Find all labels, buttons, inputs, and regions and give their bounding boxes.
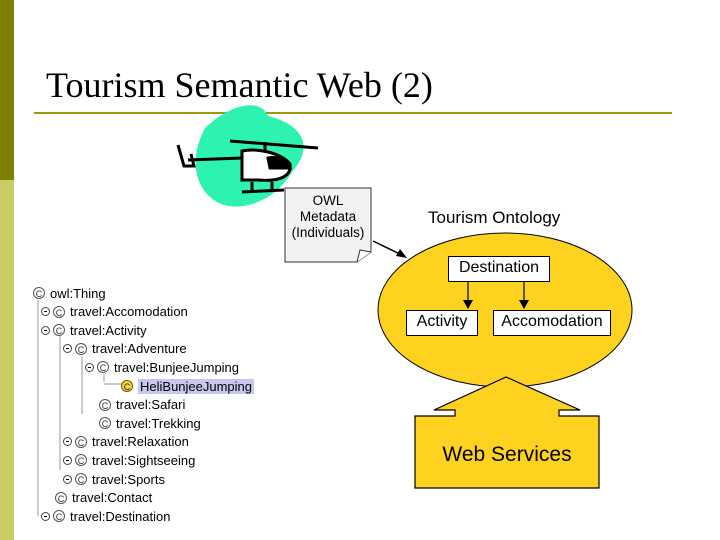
tree-item-label: travel:BunjeeJumping — [114, 359, 240, 375]
sidebar-dark-band — [0, 0, 14, 180]
tree-item-label: travel:Accomodation — [70, 304, 188, 320]
class-icon: C — [53, 305, 65, 318]
expand-toggle-icon[interactable] — [41, 307, 50, 317]
helicopter-icon — [176, 139, 319, 194]
tree-item-label: HeliBunjeeJumping — [138, 378, 255, 394]
class-icon: C — [75, 435, 87, 448]
class-icon: C — [99, 398, 111, 411]
tree-item-label: owl:Thing — [50, 285, 106, 301]
tree-item-label: travel:Destination — [70, 508, 171, 524]
tree-item-label: travel:Safari — [116, 397, 186, 413]
tree-item-label: travel:Adventure — [92, 341, 187, 357]
tree-item-label: travel:Relaxation — [92, 434, 189, 450]
owl-label: OWL — [312, 193, 344, 208]
class-icon: C — [53, 510, 65, 523]
tree-item-label: travel:Trekking — [116, 415, 201, 431]
owl-metadata-text: OWL Metadata (Individuals) — [283, 193, 373, 241]
destination-node: Destination — [448, 256, 550, 282]
class-icon: C — [75, 473, 87, 485]
expand-toggle-icon[interactable] — [63, 474, 72, 484]
metadata-label: Metadata — [299, 209, 357, 224]
web-services-arrow — [414, 376, 600, 489]
expand-toggle-icon[interactable] — [63, 455, 72, 465]
tree-item-label: travel:Contact — [72, 490, 153, 506]
expand-toggle-icon[interactable] — [41, 511, 50, 521]
class-icon: C — [53, 324, 65, 337]
tree-item-label: travel:Sightseeing — [92, 452, 196, 468]
class-icon: C — [75, 454, 87, 467]
individuals-label: (Individuals) — [291, 225, 365, 240]
owl-metadata-note — [284, 187, 372, 263]
ontology-arrows — [463, 281, 529, 309]
class-icon: C — [121, 380, 133, 392]
owl-to-ontology-arrow — [372, 240, 403, 256]
tree-guides — [37, 300, 126, 516]
class-icon: C — [55, 491, 67, 504]
accomodation-node: Accomodation — [493, 310, 611, 336]
class-icon: C — [97, 361, 109, 374]
tree-item-label: travel:Sports — [92, 471, 165, 487]
sidebar-light-band — [0, 180, 14, 540]
slide-title: Tourism Semantic Web (2) — [46, 65, 433, 105]
activity-node: Activity — [406, 310, 478, 336]
title-divider — [34, 112, 672, 114]
expand-toggle-icon[interactable] — [85, 362, 94, 372]
class-icon: C — [75, 342, 87, 355]
tree-item-label: travel:Activity — [70, 322, 147, 338]
web-services-label: Web Services — [442, 443, 572, 466]
expand-toggle-icon[interactable] — [63, 344, 72, 354]
expand-toggle-icon[interactable] — [41, 325, 50, 335]
class-icon: C — [33, 287, 45, 299]
tree-item[interactable]: C HeliBunjeeJumping — [121, 377, 255, 395]
expand-toggle-icon[interactable] — [63, 437, 72, 447]
ontology-title: Tourism Ontology — [428, 208, 561, 227]
class-icon: C — [99, 417, 111, 430]
